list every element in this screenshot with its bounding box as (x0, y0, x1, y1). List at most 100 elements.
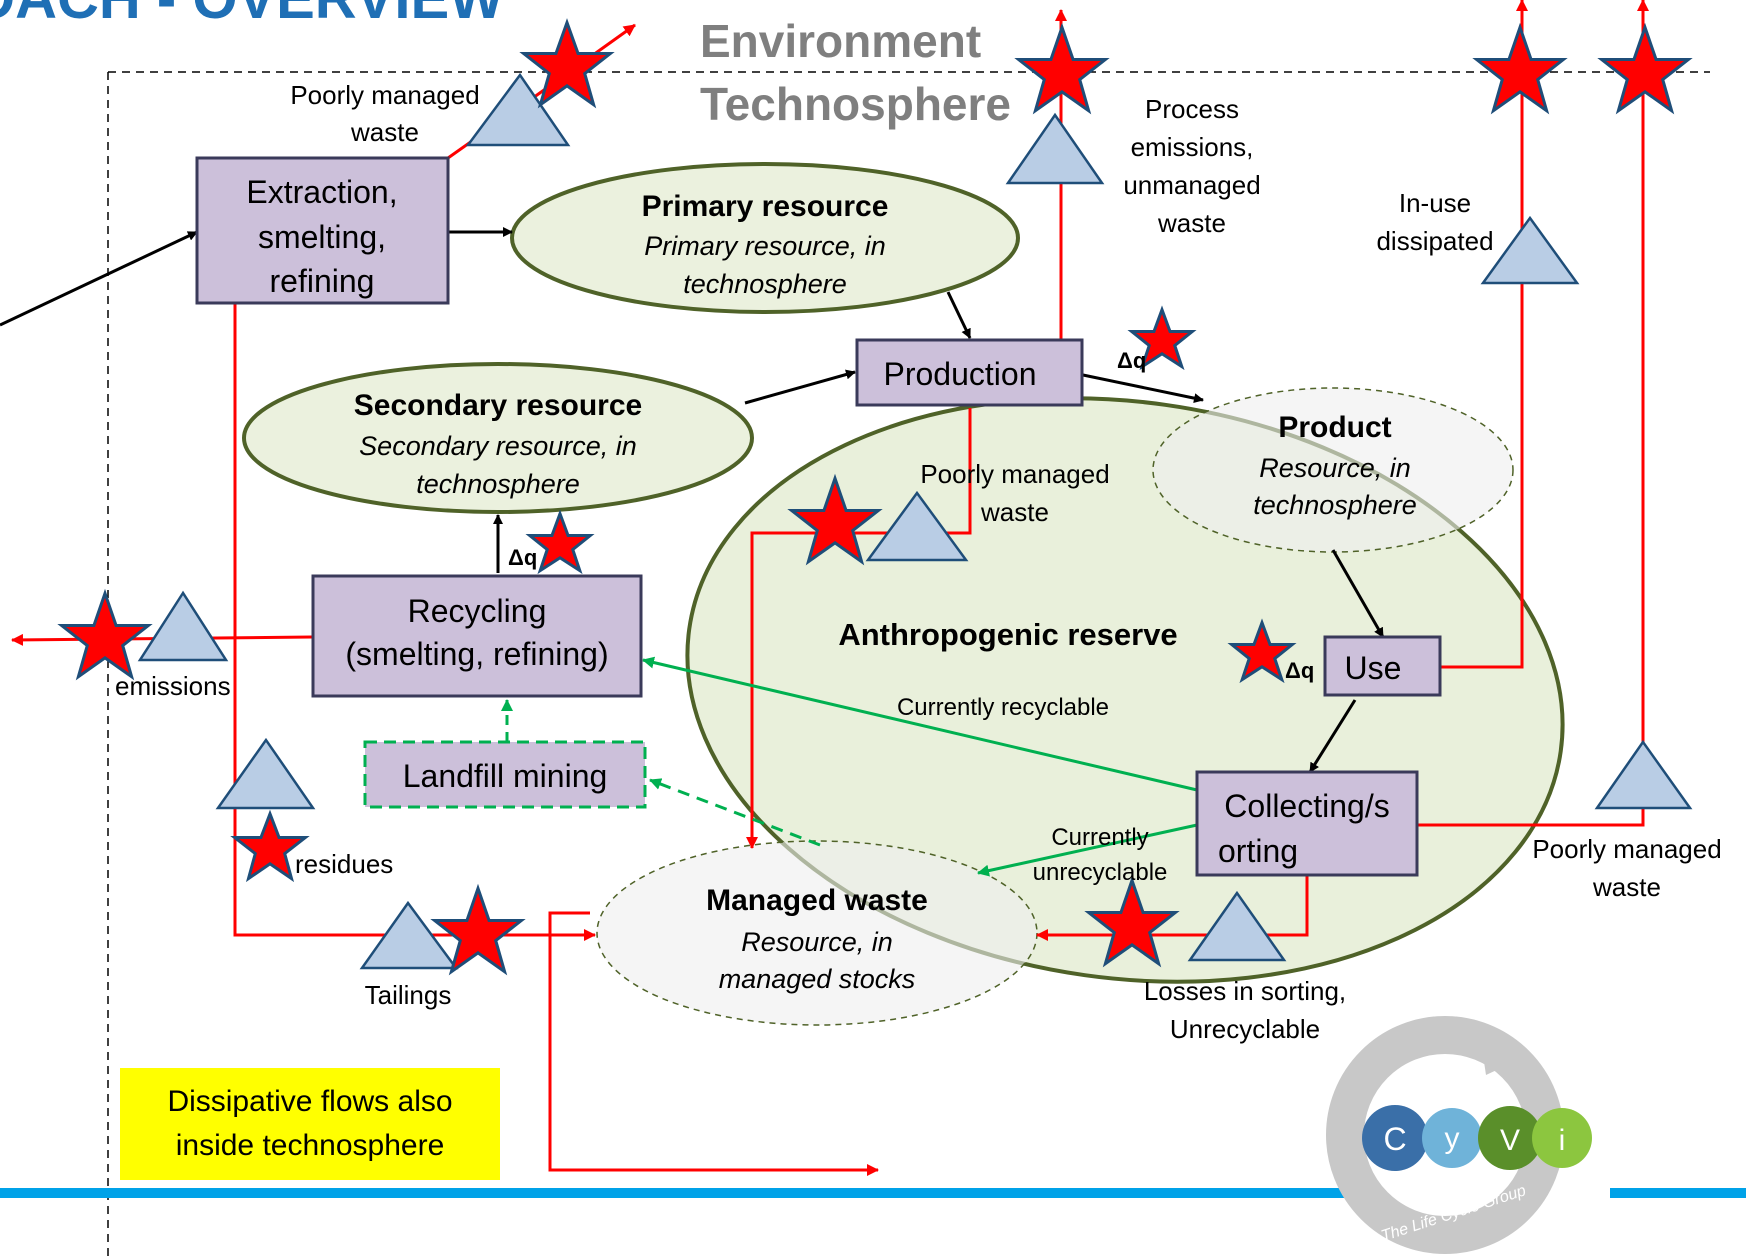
triangle-icon (1005, 112, 1105, 185)
collecting-label-2: orting (1218, 833, 1298, 869)
tailings-label: Tailings (365, 980, 452, 1010)
currently-unrecyclable-1: Currently (1051, 824, 1148, 851)
flow-collecting-poorly-managed (1417, 0, 1649, 827)
residues-label: residues (295, 849, 393, 879)
currently-unrecyclable-2: unrecyclable (1033, 859, 1168, 886)
delta-q-production: Δq (1117, 348, 1146, 373)
currently-recyclable-label: Currently recyclable (897, 694, 1109, 721)
bottom-bar-left (0, 1188, 1357, 1198)
flow-landfill-mining-input (649, 778, 821, 847)
collecting-label-1: Collecting/s (1224, 788, 1389, 824)
flow-secondary-production (744, 369, 856, 405)
flow-currently-recyclable (642, 656, 1198, 792)
logo-dot-y (1422, 1108, 1482, 1168)
secondary-subtitle-2: technosphere (416, 469, 580, 499)
logo-dot-v (1478, 1106, 1542, 1170)
flow-input-extraction (0, 230, 198, 327)
logo-dot-i (1532, 1108, 1592, 1168)
recycling-label-2: (smelting, refining) (345, 636, 608, 672)
extraction-label-3: refining (270, 263, 375, 299)
extraction-label-2: smelting, (258, 219, 386, 255)
triangle-icon (137, 590, 229, 662)
poorly-managed-mid-2: waste (980, 497, 1049, 527)
secondary-subtitle-1: Secondary resource, in (359, 431, 637, 461)
flow-managed-waste-out (548, 911, 879, 1176)
flow-use-collecting (1308, 699, 1357, 773)
bottom-bar-right (1610, 1188, 1746, 1198)
product-subtitle-2: technosphere (1253, 490, 1417, 520)
triangle-icon (1594, 739, 1693, 810)
in-use-dissipated-1: In-use (1399, 188, 1471, 218)
collecting-process (1195, 770, 1419, 877)
logo-letter-v: V (1500, 1124, 1520, 1157)
star-icon (525, 509, 595, 575)
flow-currently-unrecyclable (977, 823, 1198, 877)
cyvi-logo: C y V i The Life Cycle Group (1326, 1016, 1592, 1254)
logo-dot-c (1362, 1105, 1428, 1171)
dissipative-note-line-2: inside technosphere (176, 1129, 445, 1162)
primary-title: Primary resource (642, 190, 889, 223)
dissipative-note (120, 1068, 500, 1180)
triangle-icon (1187, 890, 1287, 962)
dissipative-note-line-1: Dissipative flows also (167, 1085, 452, 1118)
process-emissions-2: emissions, (1131, 132, 1254, 162)
star-icon (787, 473, 883, 566)
poorly-managed-top-2: waste (350, 117, 419, 147)
flow-production-product (1082, 373, 1204, 404)
technosphere-label: Technosphere (700, 78, 1011, 130)
losses-label-2: Unrecyclable (1170, 1014, 1320, 1044)
use-process (1323, 635, 1442, 697)
page-title: OACH - OVERVIEW (0, 0, 504, 31)
production-process (855, 338, 1084, 407)
product-title: Product (1278, 411, 1391, 444)
star-icon (1127, 305, 1197, 371)
primary-resource (510, 162, 1020, 314)
process-emissions-4: waste (1157, 208, 1226, 238)
triangle-icon (215, 737, 316, 810)
triangle-icon (865, 490, 969, 562)
process-emissions-1: Process (1145, 94, 1239, 124)
poorly-managed-right-1: Poorly managed (1532, 834, 1721, 864)
in-use-dissipated-2: dissipated (1376, 226, 1493, 256)
production-label: Production (884, 356, 1037, 392)
triangle-icon (1480, 215, 1580, 285)
anthropogenic-reserve-label: Anthropogenic reserve (838, 617, 1177, 652)
process-emissions-3: unmanaged (1123, 170, 1260, 200)
delta-q-recycling: Δq (508, 545, 537, 570)
logo-letter-y: y (1445, 1122, 1460, 1155)
environment-label: Environment (700, 15, 981, 67)
star-icon (230, 809, 310, 883)
secondary-title: Secondary resource (354, 389, 642, 422)
triangle-icon (359, 900, 459, 970)
extraction-label-1: Extraction, (246, 174, 397, 210)
poorly-managed-right-2: waste (1592, 872, 1661, 902)
logo-letter-i: i (1559, 1124, 1566, 1157)
landfill-mining-label: Landfill mining (403, 758, 608, 794)
star-icon (1227, 618, 1297, 684)
delta-q-use: Δq (1285, 658, 1314, 683)
star-icon (430, 883, 526, 976)
secondary-resource (242, 362, 754, 514)
poorly-managed-top-1: Poorly managed (290, 80, 479, 110)
flow-use-dissipated (1440, 0, 1528, 669)
triangle-icon (465, 72, 571, 147)
primary-subtitle-2: technosphere (683, 269, 847, 299)
losses-label-1: Losses in sorting, (1144, 976, 1346, 1006)
use-label: Use (1345, 650, 1402, 686)
managed-waste-title: Managed waste (706, 884, 928, 917)
managed-waste-subtitle-1: Resource, in (741, 927, 893, 957)
emissions-label: emissions (115, 671, 231, 701)
managed-waste-subtitle-2: managed stocks (719, 964, 916, 994)
recycling-process (311, 574, 643, 698)
star-icon (1597, 22, 1693, 115)
extraction-process (195, 156, 450, 305)
star-icon (1084, 875, 1180, 968)
poorly-managed-mid-1: Poorly managed (920, 459, 1109, 489)
flow-primary-production (946, 291, 972, 339)
landfill-mining-process (363, 740, 647, 809)
primary-subtitle-1: Primary resource, in (644, 231, 886, 261)
flow-product-use (1331, 549, 1385, 638)
product-subtitle-1: Resource, in (1259, 453, 1411, 483)
logo-letter-c: C (1383, 1121, 1406, 1157)
